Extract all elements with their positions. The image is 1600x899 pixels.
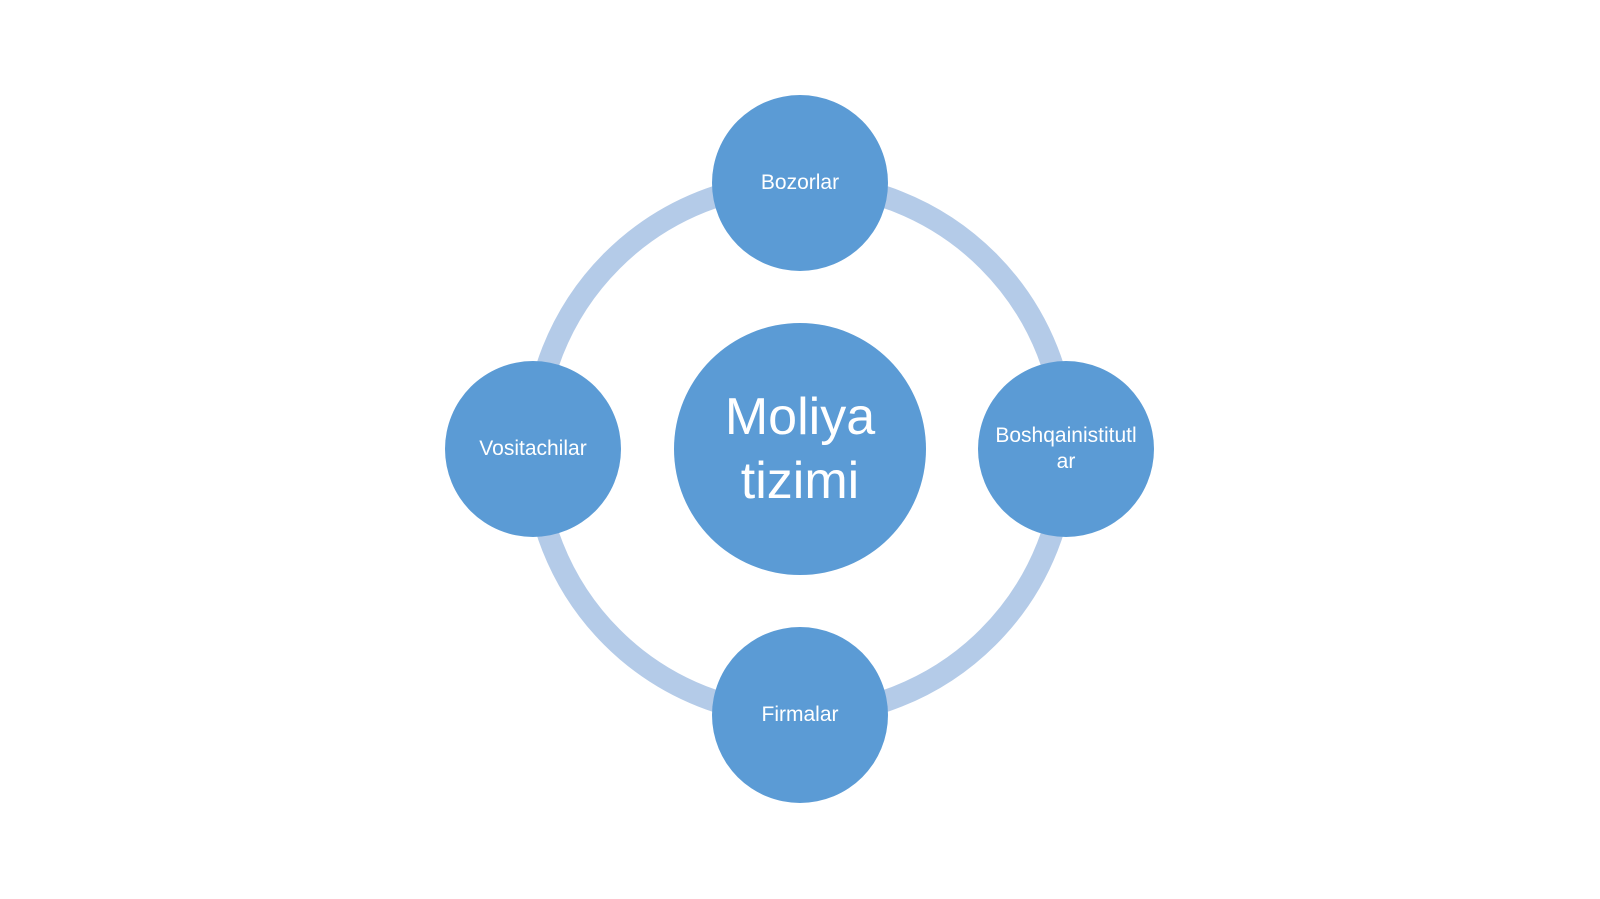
node-moliya-tizimi: Moliya tizimi: [674, 323, 926, 575]
node-firmalar: Firmalar: [712, 627, 888, 803]
node-firmalar-label: Firmalar: [761, 703, 839, 726]
node-boshqa-institutlar-label: Boshqainistitutlar: [995, 424, 1137, 473]
node-boshqa-institutlar: Boshqainistitutlar: [978, 361, 1154, 537]
node-vositachilar-label: Vositachilar: [479, 437, 587, 460]
node-bozorlar-label: Bozorlar: [760, 171, 840, 194]
node-bozorlar: Bozorlar: [712, 95, 888, 271]
node-moliya-tizimi-label: Moliya tizimi: [724, 388, 876, 510]
node-vositachilar: Vositachilar: [445, 361, 621, 537]
